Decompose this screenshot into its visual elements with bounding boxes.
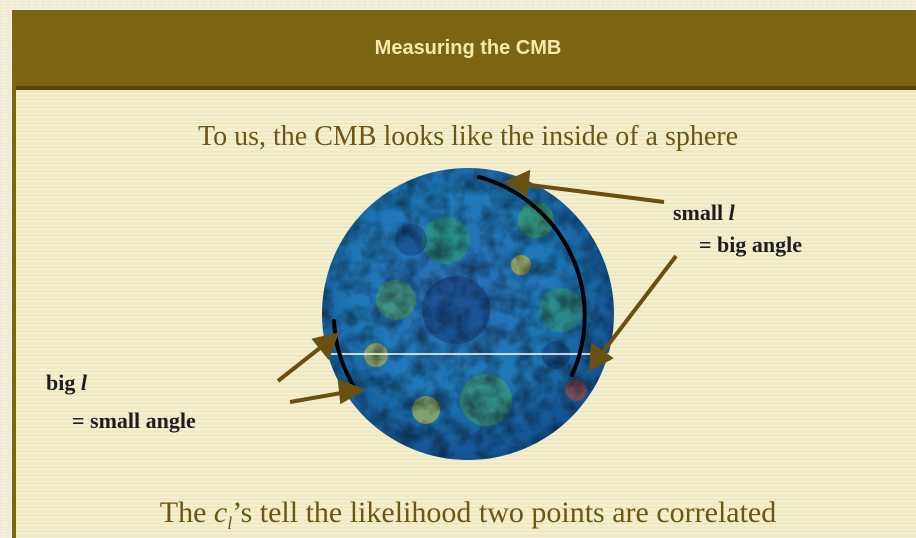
slide-headline: To us, the CMB looks like the inside of … xyxy=(197,121,739,152)
big-angle-label: = big angle xyxy=(699,229,802,261)
slide-footer: The cl’s tell the likelihood two points … xyxy=(16,496,916,534)
annotation-arrows xyxy=(276,169,678,405)
cmb-diagram xyxy=(276,168,678,460)
small-l-var: l xyxy=(728,200,735,225)
slide-title: Measuring the CMB xyxy=(374,36,562,59)
slide: Measuring the CMB To us, the CMB looks l… xyxy=(12,10,916,538)
footer-sub: l xyxy=(227,513,233,533)
arrow-big-l-bottom xyxy=(289,390,348,404)
small-angle-text: = small angle xyxy=(72,408,196,433)
footer-suffix: ’s tell the likelihood two points are co… xyxy=(232,496,777,529)
small-angle-label: = small angle xyxy=(72,405,196,437)
arrowhead-big-l-bottom xyxy=(337,378,366,405)
arrowhead-big-l-top xyxy=(311,332,340,360)
big-l-prefix: big xyxy=(46,370,81,395)
footer-var: c xyxy=(213,496,228,529)
big-l-label: big l xyxy=(46,367,87,399)
small-l-label: small l xyxy=(673,197,735,229)
arrow-small-l-bottom xyxy=(597,254,678,359)
footer-prefix: The xyxy=(159,496,214,529)
arrowhead-small-l-bottom xyxy=(588,342,614,372)
arrow-small-l-top xyxy=(521,182,665,204)
big-angle-arc xyxy=(477,175,587,377)
cmb-sphere xyxy=(322,168,614,460)
arrowhead-small-l-top xyxy=(503,169,531,197)
big-angle-text: = big angle xyxy=(699,232,802,257)
big-l-var: l xyxy=(80,370,87,395)
title-bar: Measuring the CMB xyxy=(16,10,916,90)
small-angle-arc xyxy=(332,319,355,387)
small-l-prefix: small xyxy=(673,200,729,225)
arrow-big-l-top xyxy=(276,342,327,383)
